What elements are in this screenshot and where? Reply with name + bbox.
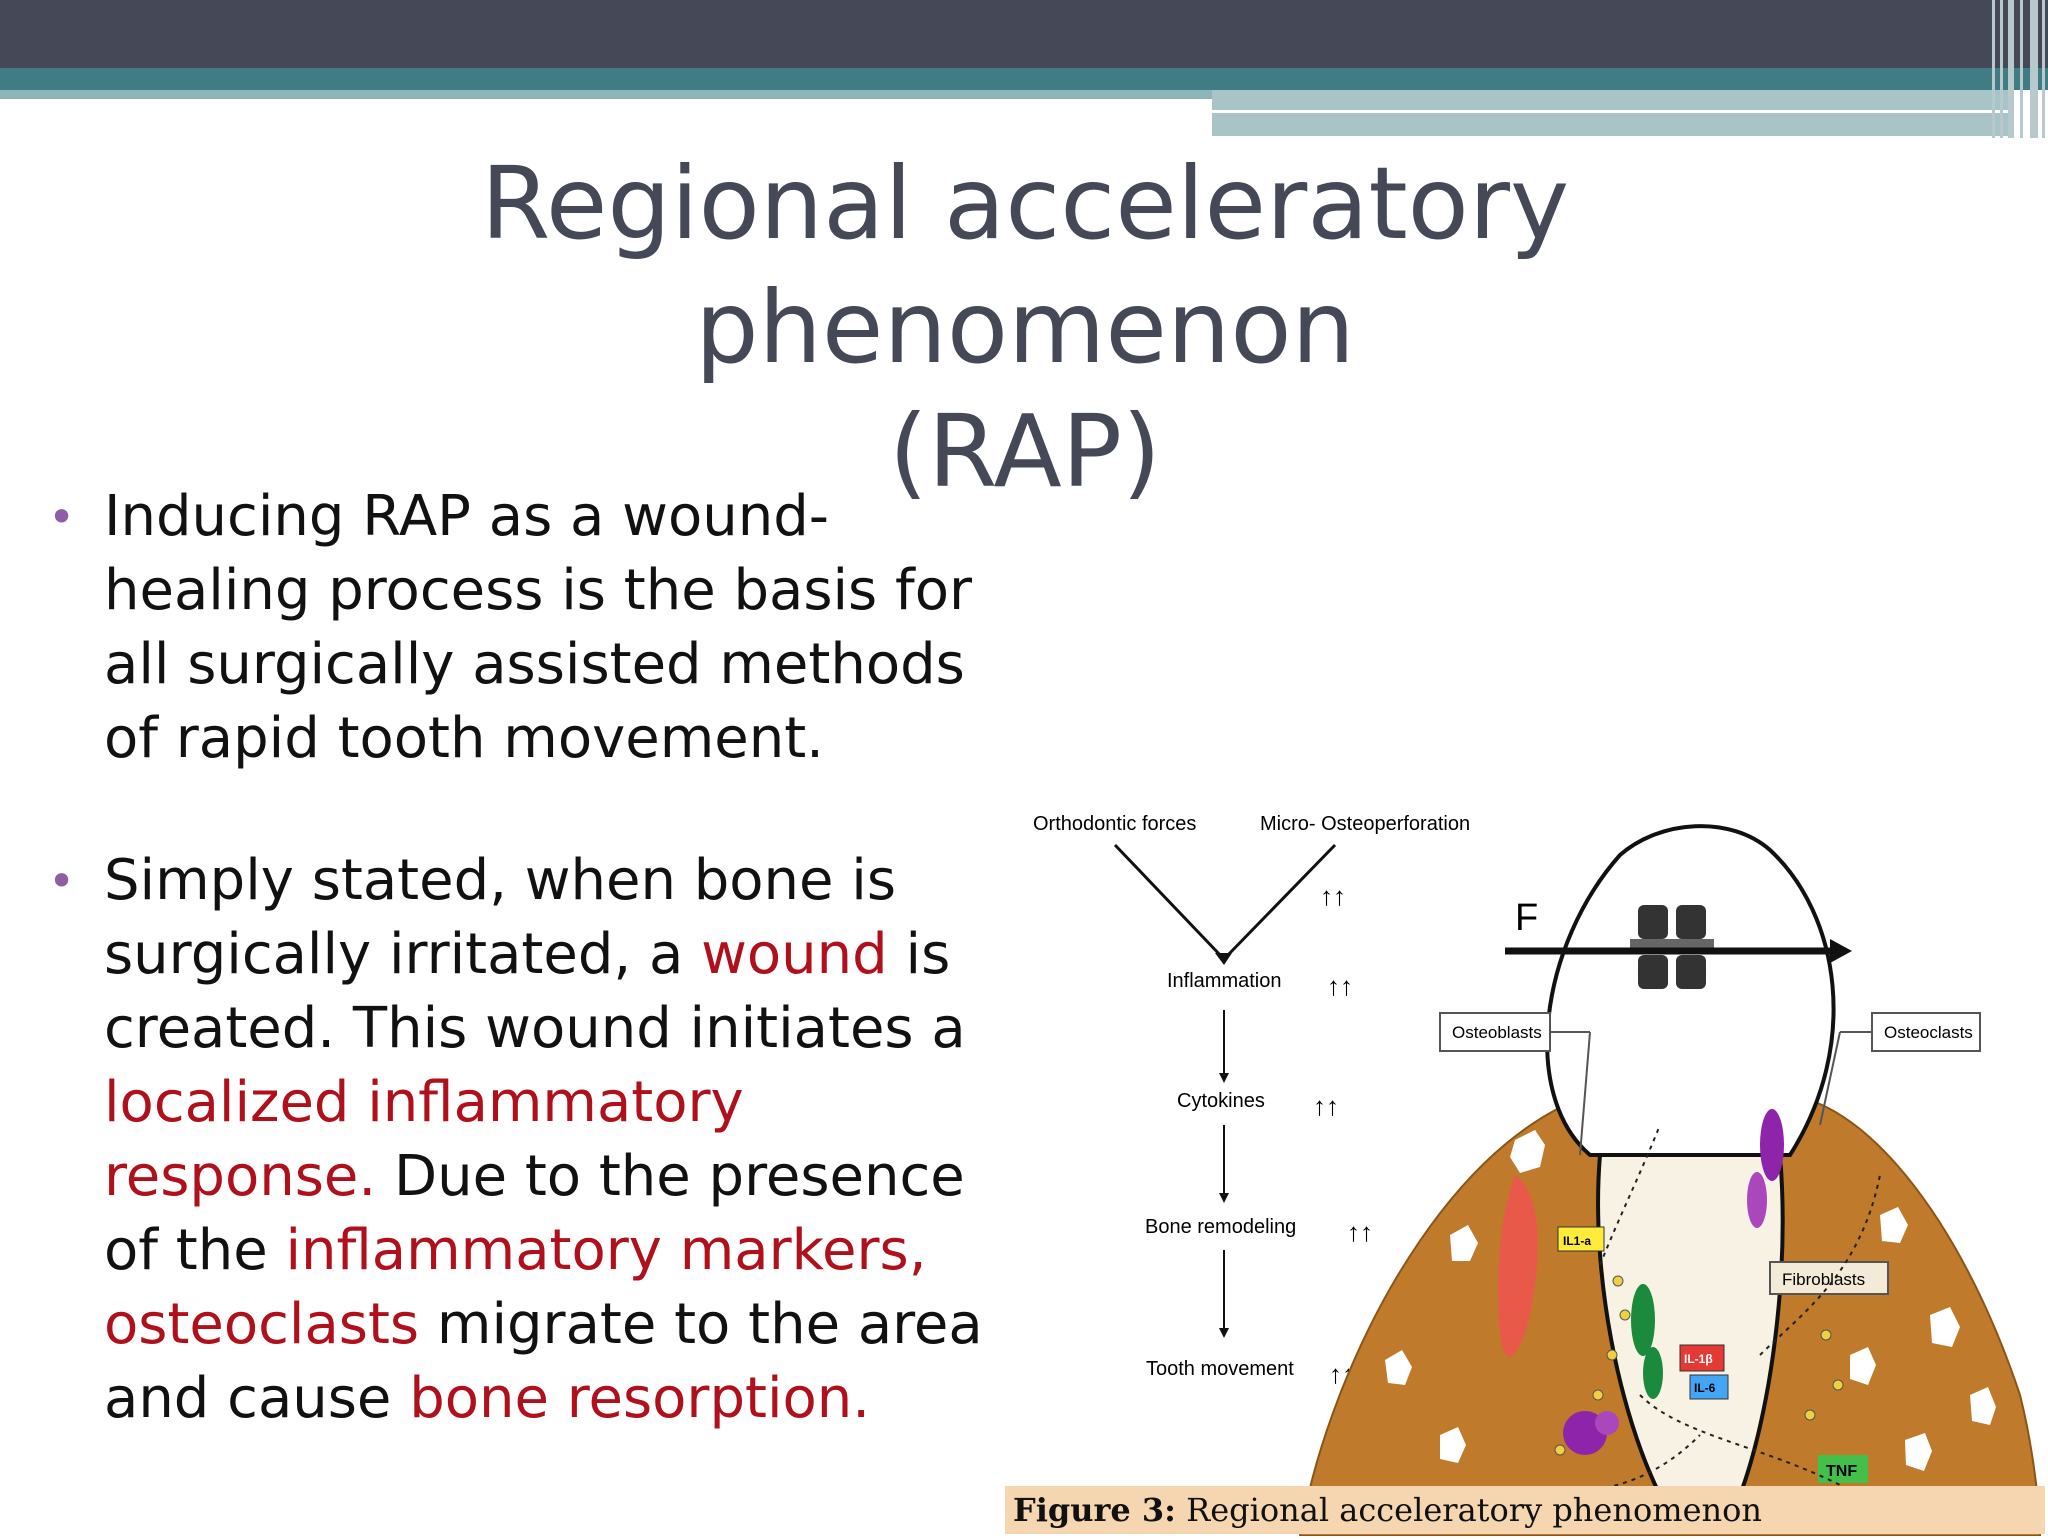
bullet-text: migrate to the area and cause [104,1292,983,1431]
flow-arrowhead [1219,1193,1229,1203]
flow-step-cytokines: Cytokines [1177,1090,1265,1112]
header-stripe-light [0,90,1212,99]
title-line-1: Regional acceleratory phenomenon [480,145,1570,386]
leader-line [1819,1031,1841,1126]
bullet-dot-icon: • [48,490,76,544]
flow-arrowhead [1219,1073,1229,1083]
header-stripe [0,68,2048,90]
bullet-item: • Inducing RAP as a wound-healing proces… [48,480,1018,776]
cytokine-tag [1679,1344,1725,1372]
cytokine-tag [1689,1374,1729,1400]
highlight-bone-resorption: bone resorption. [409,1366,871,1431]
label-osteoclasts: Osteoclasts [1884,1023,1973,1042]
header-bar [0,0,2048,68]
bullet-text: Due to the presence of the [104,1144,965,1283]
flow-up-arrows: ↑↑ [1320,881,1346,911]
flow-up-arrows: ↑↑ [1313,1091,1339,1121]
flow-top-left: Orthodontic forces [1033,813,1196,835]
label-box [1439,1012,1551,1052]
osteoclast-cell [1595,1411,1619,1435]
flow-up-arrows: ↑↑ [1327,971,1353,1001]
label-il1b: IL-1β [1684,1352,1713,1366]
label-fibroblasts: Fibroblasts [1782,1270,1865,1289]
bullet-dot-icon: • [48,854,76,908]
osteoclast-cell [1760,1109,1784,1181]
osteoblast-cell [1631,1284,1655,1356]
slide-title: Regional acceleratory phenomenon (RAP) [150,142,1900,514]
header-edge-lines [1988,0,2048,138]
leader-line [1579,1031,1591,1156]
title-line-2: (RAP) [888,393,1162,510]
bullet-item: • Simply stated, when bone is surgically… [48,844,1018,1436]
label-tnf: TNF [1826,1463,1857,1480]
label-osteoblasts: Osteoblasts [1452,1023,1542,1042]
marker-dots [1554,1275,1844,1456]
flow-up-arrows: ↑↑ [1347,1217,1373,1247]
flow-step-bone-remodeling: Bone remodeling [1145,1216,1296,1238]
caption-label: Figure 3: [1013,1491,1176,1529]
figure-caption: Figure 3: Regional acceleratory phenomen… [1005,1486,2045,1534]
flow-top-right: Micro- Osteoperforation [1260,813,1470,835]
highlight-inflammatory-response: localized inflammatory response. [104,1070,744,1209]
flow-step-inflammation: Inflammation [1167,970,1282,992]
osteoblast-cell [1643,1347,1663,1399]
cytokine-tag [1557,1226,1605,1252]
label-il1a: IL1-a [1563,1234,1591,1248]
rap-diagram: Orthodontic forces Micro- Osteoperforati… [1033,813,2042,1537]
flow-arrow [1113,843,1224,959]
header-stripe-right [1212,90,2012,136]
force-label: F [1515,897,1538,939]
inflammation-region [1498,1175,1538,1357]
cytokine-tag [1818,1455,1868,1483]
flow-arrow [1224,843,1337,959]
bullet-text: Inducing RAP as a wound-healing process … [104,484,973,771]
highlight-wound: wound [701,922,888,987]
bullet-text: is created. This wound initiates a [104,922,966,1061]
flow-arrowhead [1215,953,1232,965]
rap-figure: Orthodontic forces Micro- Osteoperforati… [1000,795,2048,1537]
label-box [1769,1261,1889,1295]
flow-step-tooth-movement: Tooth movement [1146,1358,1294,1380]
osteoclast-cell [1747,1172,1767,1228]
flow-arrowhead [1219,1328,1229,1338]
caption-text: Regional acceleratory phenomenon [1175,1491,1762,1529]
highlight-markers-osteoclasts: inflammatory markers, osteoclasts [104,1218,927,1357]
label-il6: IL-6 [1694,1381,1716,1395]
tooth-crown [1545,824,1836,1157]
bullet-text: Simply stated, when bone is surgically i… [104,848,897,987]
bullet-list: • Inducing RAP as a wound-healing proces… [48,480,1018,1504]
force-arrowhead [1830,939,1852,963]
